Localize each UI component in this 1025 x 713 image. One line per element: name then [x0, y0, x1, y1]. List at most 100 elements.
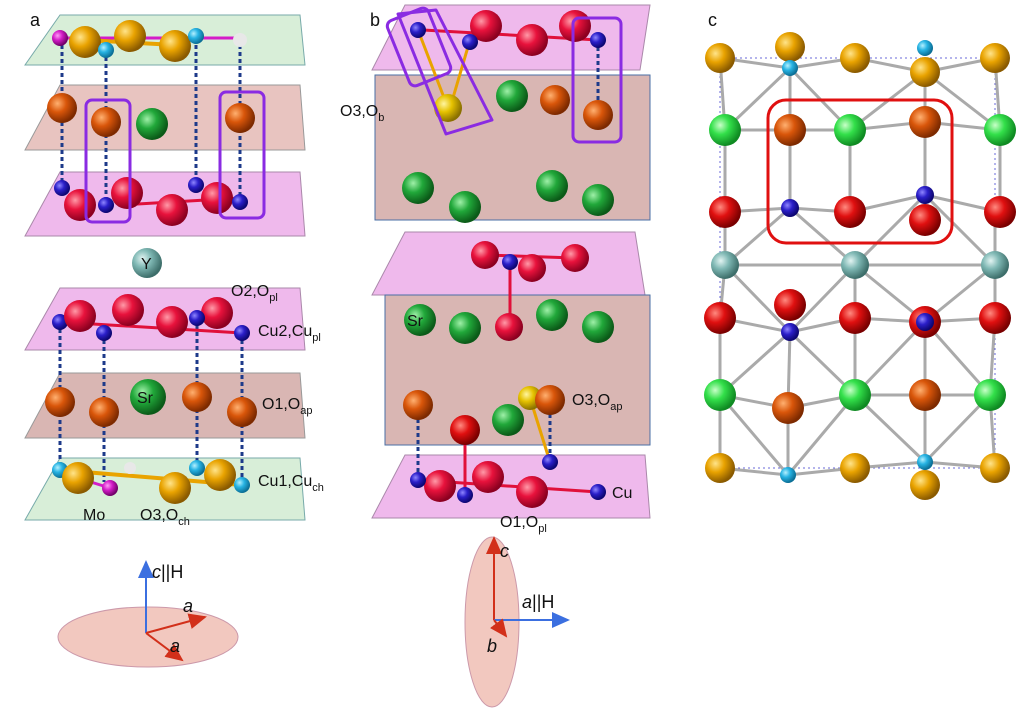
- sr-atom: [709, 114, 741, 146]
- o1-label: O1,Oap: [262, 396, 312, 417]
- cu-atom: [590, 32, 606, 48]
- cu2-atom: [781, 199, 799, 217]
- mo-atom: [52, 30, 68, 46]
- cu1-atom: [782, 60, 798, 76]
- c-axis-label: c||H: [152, 562, 183, 582]
- o1-atom: [227, 397, 257, 427]
- cu1-atom: [234, 477, 250, 493]
- o1-atom: [583, 100, 613, 130]
- o1-atom: [89, 397, 119, 427]
- o1-atom: [774, 114, 806, 146]
- o3-ap-label: O3,Oap: [572, 392, 622, 413]
- panel-b: b O3,Ob: [340, 4, 651, 708]
- highlight-box: [571, 16, 623, 144]
- o3-atom: [840, 43, 870, 73]
- cu2-atom: [781, 323, 799, 341]
- o2-atom: [709, 196, 741, 228]
- o1-atom: [909, 106, 941, 138]
- o3-atom: [775, 32, 805, 62]
- a-axis-arrow: [145, 632, 184, 662]
- o2-atom: [774, 289, 806, 321]
- o2-atom: [156, 194, 188, 226]
- sr-atom: [704, 379, 736, 411]
- basal-plane-ellipse: [57, 606, 239, 668]
- o2-atom: [64, 189, 96, 221]
- highlight-box: [396, 8, 494, 136]
- cu-atom: [502, 254, 518, 270]
- o3-atom: [910, 57, 940, 87]
- o-apical-atom: [450, 415, 480, 445]
- o1-atom: [472, 461, 504, 493]
- o1-atom: [535, 385, 565, 415]
- o2-atom: [559, 10, 591, 42]
- y-atom: [711, 251, 739, 279]
- b-axis-arrow: [490, 618, 508, 638]
- o1-atom: [772, 392, 804, 424]
- o1-atom: [403, 390, 433, 420]
- o3-atom: [62, 462, 94, 494]
- bc-plane-ellipse: [464, 536, 520, 708]
- cu2-atom: [916, 313, 934, 331]
- b-axis-label: b: [487, 636, 497, 656]
- sr-atom: [136, 108, 168, 140]
- a-axis-arrow: [145, 613, 207, 634]
- o1-atom: [182, 382, 212, 412]
- o2-atom: [839, 302, 871, 334]
- cu2-atom: [234, 325, 250, 341]
- o2-atom: [704, 302, 736, 334]
- a-axis-label: a: [183, 596, 193, 616]
- cu2-atom: [189, 310, 205, 326]
- o1-atom: [91, 107, 121, 137]
- mo-atom: [102, 480, 118, 496]
- cu1-label: Cu1,Cuch: [258, 473, 324, 494]
- vacancy-atom: [124, 462, 136, 474]
- sr-atom: [834, 114, 866, 146]
- sr-atom: [974, 379, 1006, 411]
- vacancy-atom: [233, 33, 247, 47]
- sr-atom: [130, 379, 166, 415]
- o3-atom: [840, 453, 870, 483]
- o2-atom: [201, 182, 233, 214]
- cu1-atom: [917, 40, 933, 56]
- o2-atom: [470, 10, 502, 42]
- o2-atom: [111, 177, 143, 209]
- cu2-label: Cu2,Cupl: [258, 323, 321, 344]
- cu2-atom: [54, 180, 70, 196]
- sr-atom: [582, 184, 614, 216]
- sr-label-b: Sr: [407, 313, 424, 330]
- o2-atom: [984, 196, 1016, 228]
- o2-atom: [471, 241, 499, 269]
- o1-pl-label: O1,Opl: [500, 514, 547, 535]
- o2-atom: [156, 306, 188, 338]
- y-atom: [841, 251, 869, 279]
- y-label: Y: [141, 256, 152, 273]
- o2-label: O2,Opl: [231, 283, 278, 304]
- cu1-atom: [780, 467, 796, 483]
- o2-atom: [561, 244, 589, 272]
- sr-atom: [496, 80, 528, 112]
- o3-atom: [159, 472, 191, 504]
- o3-atom: [69, 26, 101, 58]
- panel-label-c: c: [708, 10, 717, 30]
- o3-atom: [910, 470, 940, 500]
- cu2-atom: [188, 177, 204, 193]
- o3-atom: [980, 453, 1010, 483]
- cu2-atom: [96, 325, 112, 341]
- cu-atom: [462, 34, 478, 50]
- o3-atom: [114, 20, 146, 52]
- cu1-atom: [98, 42, 114, 58]
- o3-atom: [159, 30, 191, 62]
- highlight-box: [84, 98, 132, 224]
- cu-atom: [542, 454, 558, 470]
- sr-atom: [839, 379, 871, 411]
- o2-atom: [516, 24, 548, 56]
- panel-a: a: [24, 10, 324, 668]
- o3-atom: [434, 94, 462, 122]
- o2-atom: [834, 196, 866, 228]
- o1-atom: [47, 93, 77, 123]
- o3-atom: [980, 43, 1010, 73]
- mo-label: Mo: [83, 507, 105, 524]
- sr-atom: [984, 114, 1016, 146]
- o1-atom: [909, 379, 941, 411]
